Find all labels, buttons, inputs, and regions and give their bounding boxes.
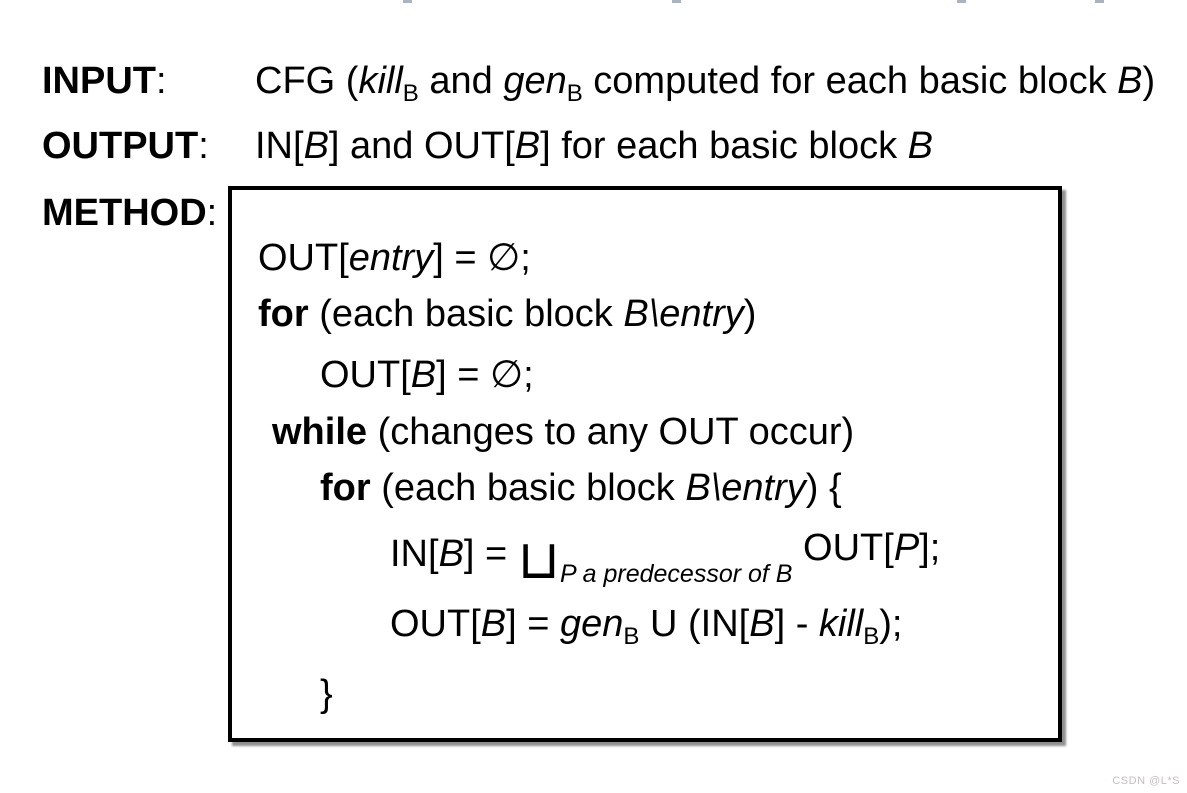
text-segment: ] and OUT[ bbox=[328, 125, 515, 167]
text-segment: U (IN[ bbox=[639, 603, 750, 645]
text-segment: ] = bbox=[463, 533, 518, 575]
input-content: CFG (killB and genB computed for each ba… bbox=[255, 61, 1155, 114]
text-segment: B bbox=[480, 603, 507, 645]
input-colon: : bbox=[156, 60, 167, 102]
text-segment: ⊔ bbox=[517, 530, 560, 590]
output-label: OUTPUT bbox=[42, 125, 199, 167]
code-line: } bbox=[320, 674, 1056, 714]
text-segment: IN[ bbox=[390, 533, 439, 575]
code-line: OUT[entry] = ∅; bbox=[258, 238, 1056, 278]
top-edge-artifact bbox=[957, 0, 966, 3]
text-segment: ]; bbox=[919, 527, 941, 569]
method-pseudocode-box: OUT[entry] = ∅;for (each basic block B\e… bbox=[228, 186, 1062, 742]
code-line: OUT[B] = ∅; bbox=[320, 355, 1056, 395]
text-segment: CFG ( bbox=[255, 60, 359, 102]
text-segment: B bbox=[514, 125, 541, 167]
text-segment: OUT[ bbox=[258, 237, 349, 279]
text-segment: ) { bbox=[805, 467, 842, 509]
text-segment: B bbox=[1117, 60, 1143, 102]
text-segment: ) bbox=[1142, 60, 1156, 102]
text-segment: IN[ bbox=[255, 125, 304, 167]
output-row: OUTPUT: IN[B] and OUT[B] for each basic … bbox=[42, 125, 933, 167]
text-segment: B bbox=[907, 125, 933, 167]
text-segment: computed for each basic block bbox=[582, 60, 1118, 102]
text-segment: OUT[ bbox=[390, 603, 481, 645]
text-segment: ] for each basic block bbox=[540, 125, 908, 167]
top-edge-artifact bbox=[672, 0, 681, 3]
text-segment: OUT[ bbox=[792, 527, 894, 569]
text-segment: while bbox=[272, 411, 368, 453]
code-line: IN[B] = ⊔P a predecessor of B OUT[P]; bbox=[390, 527, 1056, 587]
pseudocode: OUT[entry] = ∅;for (each basic block B\e… bbox=[234, 238, 1056, 731]
text-segment: B\entry bbox=[685, 467, 806, 509]
text-segment: B\entry bbox=[623, 293, 744, 335]
text-segment: ); bbox=[879, 603, 903, 645]
text-segment: B bbox=[410, 354, 437, 396]
text-segment: ] = bbox=[506, 603, 561, 645]
text-segment: P a predecessor of B bbox=[559, 560, 793, 588]
text-segment: for bbox=[320, 467, 371, 509]
method-label: METHOD bbox=[42, 192, 207, 234]
text-segment: gen bbox=[503, 60, 567, 102]
text-segment: B bbox=[566, 80, 583, 107]
code-line: while (changes to any OUT occur) bbox=[272, 412, 1056, 452]
text-segment: ] = ∅; bbox=[436, 354, 534, 396]
text-segment: gen bbox=[560, 603, 624, 645]
text-segment: P bbox=[893, 527, 920, 569]
top-edge-artifact bbox=[403, 0, 412, 3]
text-segment: B bbox=[749, 603, 775, 645]
text-segment: (each basic block bbox=[308, 293, 624, 335]
text-segment: ) bbox=[743, 293, 757, 335]
top-edge-artifact bbox=[1095, 0, 1104, 3]
text-segment: kill bbox=[818, 603, 864, 645]
text-segment: entry bbox=[348, 237, 434, 279]
input-row: INPUT: CFG (killB and genB computed for … bbox=[42, 60, 1155, 107]
code-line: for (each basic block B\entry) bbox=[258, 294, 1056, 334]
text-segment: B bbox=[863, 623, 880, 650]
output-content: IN[B] and OUT[B] for each basic block B bbox=[255, 126, 933, 166]
text-segment: for bbox=[258, 293, 309, 335]
text-segment: OUT[ bbox=[320, 354, 411, 396]
text-segment: B bbox=[438, 533, 464, 575]
text-segment: (changes to any OUT occur) bbox=[367, 411, 855, 453]
text-segment: B bbox=[402, 80, 419, 107]
text-segment: B bbox=[623, 623, 640, 650]
text-segment: kill bbox=[358, 60, 403, 102]
method-row: METHOD: bbox=[42, 193, 217, 233]
output-colon: : bbox=[198, 125, 209, 167]
watermark: CSDN @L*S bbox=[1112, 775, 1180, 787]
text-segment: } bbox=[320, 673, 333, 715]
text-segment: and bbox=[418, 60, 504, 102]
code-line: OUT[B] = genB U (IN[B] - killB); bbox=[390, 604, 1056, 657]
text-segment: ] - bbox=[774, 603, 819, 645]
method-colon: : bbox=[206, 192, 218, 234]
code-line: for (each basic block B\entry) { bbox=[320, 468, 1056, 508]
input-label: INPUT bbox=[42, 60, 156, 102]
text-segment: (each basic block bbox=[370, 467, 686, 509]
text-segment: ] = ∅; bbox=[433, 237, 531, 279]
text-segment: B bbox=[303, 125, 329, 167]
